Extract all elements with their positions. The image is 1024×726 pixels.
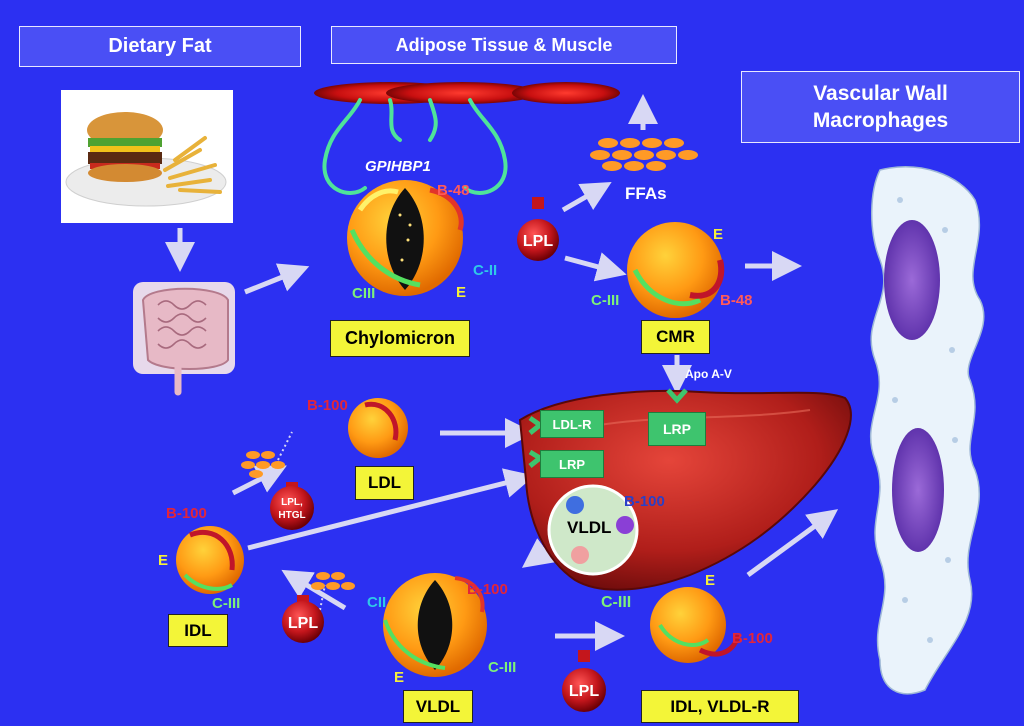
ldl-label-box: LDL bbox=[355, 466, 414, 500]
idl-receptor-particle bbox=[650, 587, 741, 663]
lpl-top-label: LPL bbox=[523, 233, 553, 250]
chylo-ciii-label: CIII bbox=[352, 285, 375, 302]
ldl-b100-label: B-100 bbox=[307, 397, 348, 414]
idl2-b100-label: B-100 bbox=[732, 630, 773, 647]
cmr-e-label: E bbox=[713, 226, 723, 243]
vldl-particle bbox=[383, 573, 487, 677]
liver-vldl-label: VLDL bbox=[567, 518, 611, 537]
chylo-b48-label: B-48 bbox=[437, 182, 470, 199]
cmr-ciii-label: C-III bbox=[591, 292, 619, 309]
idl2-ciii-label: C-III bbox=[601, 594, 631, 611]
intestine-image bbox=[133, 282, 235, 396]
idl-vldl-r-label-box: IDL, VLDL-R bbox=[641, 690, 799, 723]
lpl-htgl-label-1: LPL, bbox=[281, 497, 303, 508]
ffa-droplets bbox=[590, 138, 698, 171]
vldl-e-label: E bbox=[394, 669, 404, 686]
gpihbp1-strands bbox=[322, 98, 508, 195]
lpl-mid-label: LPL bbox=[288, 615, 318, 632]
vldl-label: VLDL bbox=[415, 696, 461, 716]
adipose-title: Adipose Tissue & Muscle bbox=[395, 34, 613, 55]
liver-vldl-b100-label: B-100 bbox=[624, 493, 665, 510]
vascular-title-line1: Vascular Wall bbox=[813, 81, 948, 105]
idl-particle bbox=[176, 526, 244, 594]
lpl-enzyme-bottom bbox=[562, 650, 606, 712]
lrp-right-label: LRP bbox=[663, 421, 691, 437]
chylo-e-label: E bbox=[456, 284, 466, 301]
idl-label: IDL bbox=[184, 620, 212, 640]
lpl-htgl-label-2: HTGL bbox=[278, 510, 305, 521]
food-image bbox=[61, 90, 233, 223]
ffa-droplets-small bbox=[241, 451, 355, 590]
gpihbp1-label: GPIHBP1 bbox=[365, 158, 431, 175]
dietary-fat-title: Dietary Fat bbox=[108, 35, 212, 57]
macrophage-cells bbox=[870, 166, 985, 695]
idl-b100-label: B-100 bbox=[166, 505, 207, 522]
dietary-fat-header: Dietary Fat bbox=[19, 26, 301, 67]
lrp-receptor-left: LRP bbox=[540, 450, 604, 478]
lrp-receptor-right: LRP bbox=[648, 412, 706, 446]
lpl-htgl-enzyme bbox=[270, 482, 314, 530]
idl-label-box: IDL bbox=[168, 614, 228, 647]
apo-av-label: Apo A-V bbox=[685, 367, 732, 381]
arrows bbox=[165, 94, 839, 651]
lrp-left-label: LRP bbox=[559, 456, 585, 472]
chylomicron-label-box: Chylomicron bbox=[330, 320, 470, 357]
idl-vldl-r-label: IDL, VLDL-R bbox=[670, 696, 770, 716]
vascular-title-line2: Macrophages bbox=[812, 109, 949, 132]
adipose-header: Adipose Tissue & Muscle bbox=[331, 26, 677, 64]
ldl-label: LDL bbox=[367, 473, 402, 492]
adipose-cells bbox=[314, 82, 620, 104]
vldl-ciii-label: C-III bbox=[488, 659, 516, 676]
liver-vldl-particle bbox=[547, 484, 639, 576]
vascular-header: Vascular Wall Macrophages bbox=[741, 71, 1020, 143]
chylomicron-label: Chylomicron bbox=[344, 328, 455, 348]
lpl-bottom-label: LPL bbox=[569, 683, 599, 700]
cmr-label: CMR bbox=[656, 327, 695, 346]
cmr-b48-label: B-48 bbox=[720, 292, 753, 309]
idl-e-label: E bbox=[158, 552, 168, 569]
vldl-b100-label: B-100 bbox=[467, 581, 508, 598]
lpl-enzyme-top bbox=[517, 197, 559, 261]
cmr-label-box: CMR bbox=[641, 320, 710, 354]
idl-ciii-label: C-III bbox=[212, 595, 240, 612]
chylomicron-particle bbox=[347, 180, 464, 296]
ffas-label: FFAs bbox=[625, 184, 667, 203]
idl2-e-label: E bbox=[705, 572, 715, 589]
vldl-label-box: VLDL bbox=[403, 690, 473, 723]
lpl-enzyme-mid bbox=[282, 595, 324, 643]
vldl-cii-label: CII bbox=[367, 594, 386, 611]
cmr-particle bbox=[627, 222, 725, 318]
dotted-arrows bbox=[277, 431, 326, 611]
chylo-cii-label: C-II bbox=[473, 262, 497, 279]
ldl-r-receptor: LDL-R bbox=[540, 410, 604, 438]
ldl-particle bbox=[348, 398, 408, 458]
ldl-r-label: LDL-R bbox=[552, 416, 592, 432]
